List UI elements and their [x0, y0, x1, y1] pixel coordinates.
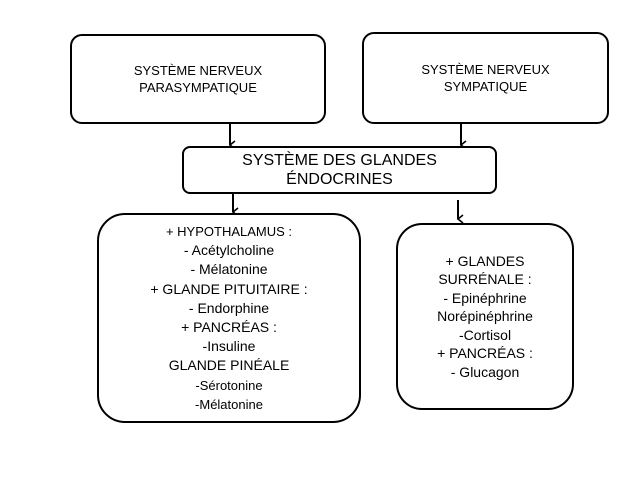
- hormone-item: Norépinéphrine: [437, 308, 533, 325]
- node-label-line: SYSTÈME NERVEUX: [421, 62, 550, 77]
- node-label-line: PARASYMPATIQUE: [139, 80, 257, 95]
- gland-heading: SURRÉNALE :: [438, 271, 532, 288]
- node-hypothalamus-pituitary-pancreas-pineal: + HYPOTHALAMUS : - Acétylcholine - Mélat…: [97, 213, 361, 423]
- gland-heading: + PANCRÉAS :: [437, 345, 533, 362]
- node-label-line: SYSTÈME NERVEUX: [133, 63, 263, 78]
- gland-heading: + HYPOTHALAMUS :: [165, 223, 293, 239]
- hormone-item: -Insuline: [202, 338, 256, 355]
- hormone-item: -Cortisol: [458, 326, 512, 343]
- hormone-item: -Sérotonine: [195, 377, 263, 393]
- node-endocrine-glands-system: SYSTÈME DES GLANDES ÉNDOCRINES: [182, 146, 497, 194]
- hormone-item: - Endorphine: [188, 299, 270, 316]
- node-label-line: ÉNDOCRINES: [286, 171, 393, 188]
- gland-heading: + PANCRÉAS :: [181, 319, 277, 335]
- hormone-item: - Acétylcholine: [183, 242, 275, 259]
- node-sympathetic-nervous-system: SYSTÈME NERVEUX SYMPATIQUE: [362, 32, 609, 124]
- gland-heading: GLANDE PINÉALE: [168, 357, 290, 374]
- node-parasympathetic-nervous-system: SYSTÈME NERVEUX PARASYMPATIQUE: [70, 34, 326, 124]
- hormone-item: - Glucagon: [450, 363, 520, 380]
- hormone-item: - Mélatonine: [190, 261, 268, 278]
- gland-heading: + GLANDES: [445, 252, 525, 269]
- hormone-item: -Mélatonine: [195, 396, 263, 412]
- node-adrenal-glands-pancreas: + GLANDES SURRÉNALE : - Epinéphrine Noré…: [396, 223, 574, 410]
- hormone-item: - Epinéphrine: [443, 289, 527, 306]
- node-label-line: SYSTÈME DES GLANDES: [242, 152, 437, 169]
- node-label-line: SYMPATIQUE: [443, 79, 528, 94]
- gland-heading: + GLANDE PITUITAIRE :: [150, 280, 308, 297]
